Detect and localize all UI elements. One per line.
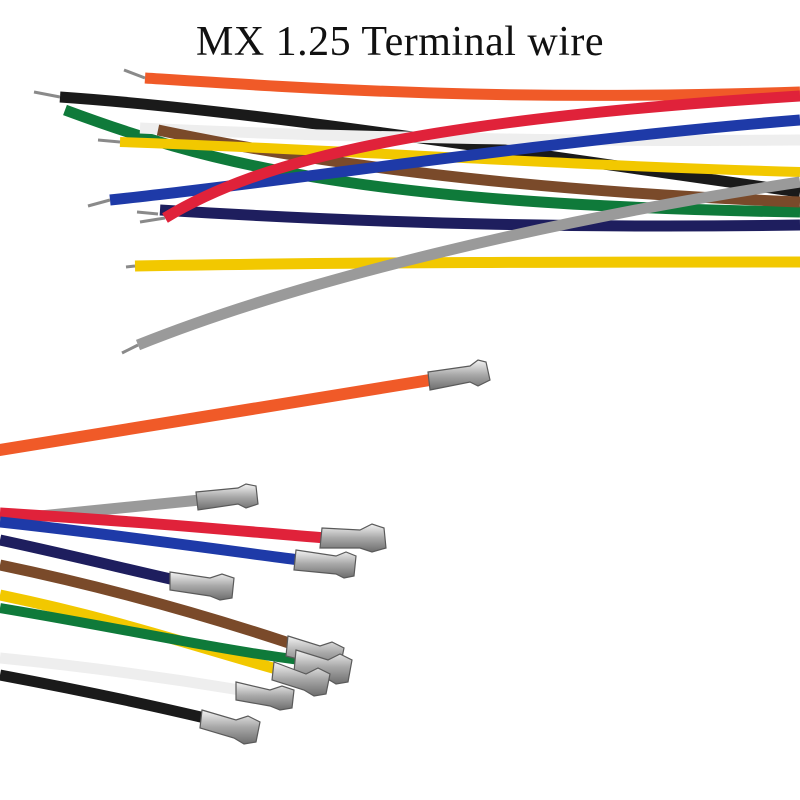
wire-blue-lower (0, 516, 301, 566)
wire-black-lower (0, 669, 207, 724)
wire-red-lower (0, 507, 326, 544)
lower-wire-group (0, 359, 491, 745)
wire-white-lower (0, 652, 241, 696)
wire-blue-upper (109, 114, 800, 206)
upper-wire-group (33, 68, 800, 355)
wire-orange-lower (0, 374, 431, 456)
wire-navy-upper (159, 204, 800, 232)
wire-white-upper (139, 122, 800, 146)
stripped-wire-end-icon (33, 68, 166, 355)
crimp-terminal-icon (169, 359, 491, 745)
wire-navy-lower (0, 534, 177, 586)
wire-gray-upper (135, 176, 800, 351)
wire-orange-upper (144, 72, 800, 101)
wire-green-lower (0, 603, 301, 665)
wire-yellow-upper-b (134, 256, 800, 272)
wire-brown-lower (0, 559, 297, 651)
page-title: MX 1.25 Terminal wire (195, 19, 605, 65)
wire-red-upper (162, 90, 800, 223)
